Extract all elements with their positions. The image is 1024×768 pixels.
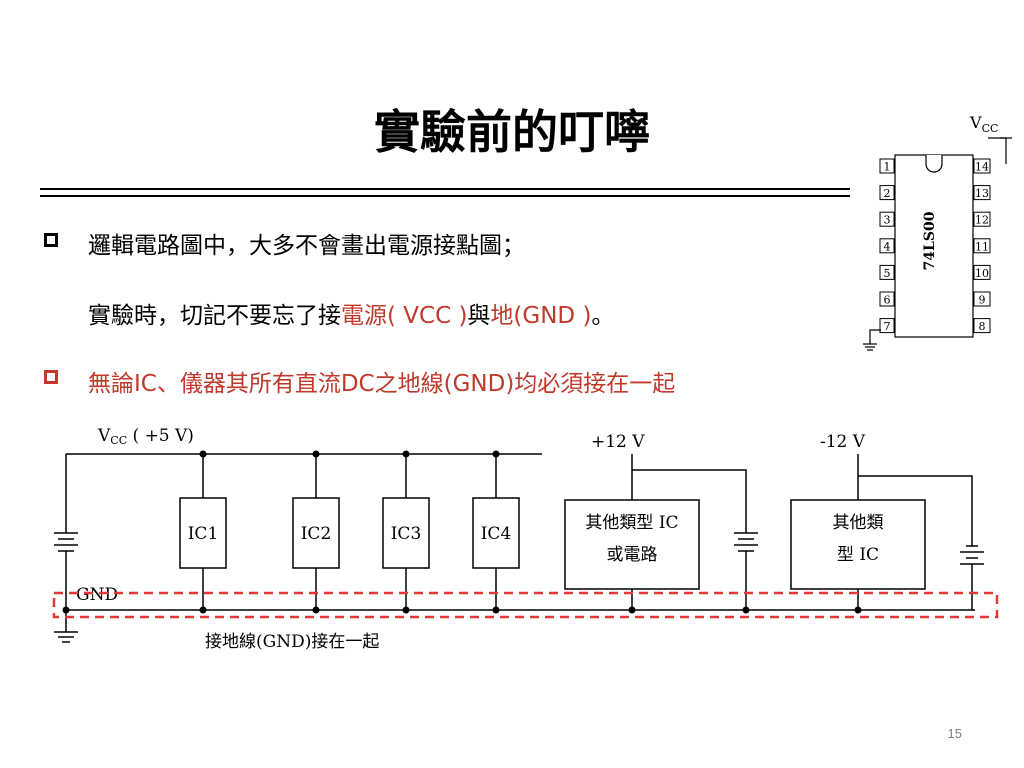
vcc-junction-dot: [199, 450, 207, 458]
chip-pin-box: [879, 264, 895, 280]
ground-junction-dot: [492, 606, 500, 614]
gnd-highlight: 地(GND ): [490, 303, 592, 329]
slide-title: 實驗前的叮嚀: [374, 105, 650, 159]
vcc-supply-label: VCC ( +5 V): [97, 426, 194, 447]
page-number: 15: [947, 726, 962, 741]
chip-pin-number: 6: [884, 294, 891, 307]
bullet-1-line-1: 邏輯電路圖中，大多不會畫出電源接點圖；: [88, 233, 525, 259]
chip-pin-number: 9: [979, 294, 986, 307]
chip-pin-number: 8: [979, 320, 986, 333]
other-ic-circuit-box: [564, 499, 700, 590]
bullet-1-line-2-suffix: 。: [591, 303, 615, 329]
ground-highlight-box: [52, 591, 999, 619]
other-ic-circuit-line-1: 其他類型 IC: [585, 513, 678, 533]
bullet-1-line-2-mid: 與: [467, 303, 491, 329]
chip-notch: [925, 155, 943, 173]
minus12v-label: -12 V: [820, 432, 866, 452]
chip-pin-box: [973, 185, 991, 201]
chip-pin-number: 13: [975, 187, 989, 200]
chip-pin-number: 1: [884, 161, 891, 174]
chip-body: [894, 154, 974, 338]
bullet-2-text: 無論IC、儀器其所有直流DC之地線(GND)均必須接在一起: [88, 371, 676, 397]
bullet-1-line-2: 實驗時，切記不要忘了接電源( VCC )與地(GND )。: [88, 296, 614, 330]
chip-pin-box: [879, 238, 895, 254]
ground-caption: 接地線(GND)接在一起: [205, 632, 379, 652]
bullet-marker-2: [44, 370, 58, 384]
chip-pin-number: 12: [975, 214, 989, 227]
chip-pin-box: [879, 158, 895, 174]
chip-part-number: 74LS00: [922, 211, 938, 270]
vcc-junction-dot: [492, 450, 500, 458]
chip-pin-box: [973, 318, 991, 334]
ic-label: IC1: [188, 524, 219, 544]
ground-wiring-circuit: VCC ( +5 V) +12 V -12 V GND IC1 IC2 IC3 IC4…: [52, 426, 999, 652]
chip-pin-box: [973, 158, 991, 174]
bullet-1-line-2-prefix: 實驗時，切記不要忘了接: [88, 303, 341, 329]
vcc-highlight: 電源( VCC ): [341, 303, 468, 329]
ground-junction-dot: [402, 606, 410, 614]
chip-pins: 1 14 2 13 3 12 4 11 5 10 6 9 7 8: [879, 158, 991, 334]
chip-pin-number: 3: [884, 214, 891, 227]
other-ic-line-1: 其他類: [833, 513, 884, 533]
chip-pin-number: 10: [975, 267, 989, 280]
ic-box: [179, 497, 227, 569]
chip-pin-box: [879, 185, 895, 201]
chip-pin-box: [879, 291, 895, 307]
chip-pin-box: [973, 264, 991, 280]
chip-pin-box: [879, 318, 895, 334]
chip-pin-number: 11: [975, 240, 989, 253]
chip-pin-box: [879, 211, 895, 227]
ic-label: IC2: [301, 524, 332, 544]
chip-pin-box: [973, 238, 991, 254]
chip-pin-number: 4: [884, 240, 891, 253]
chip-pin-number: 2: [884, 187, 891, 200]
ic-columns: IC1 IC2 IC3 IC4: [179, 450, 520, 614]
ic-box: [472, 497, 520, 569]
chip-pin-number: 7: [884, 320, 891, 333]
chip-pin-box: [973, 291, 991, 307]
title-rule-bottom: [40, 195, 850, 197]
plus12v-label: +12 V: [591, 432, 645, 452]
vcc-junction-dot: [402, 450, 410, 458]
chip-74ls00-diagram: VCC 74LS00 1 14 2 13 3 12 4 11 5 10 6 9 7 8: [863, 113, 1012, 351]
ic-label: IC4: [481, 524, 512, 544]
chip-vcc-label: VCC: [969, 113, 998, 135]
bullet-marker-1: [44, 233, 58, 247]
ic-label: IC3: [391, 524, 422, 544]
gnd-label: GND: [76, 585, 118, 605]
other-ic-line-2: 型 IC: [837, 545, 879, 565]
chip-pin-box: [973, 211, 991, 227]
other-ic-circuit-line-2: 或電路: [607, 545, 658, 565]
vcc-junction-dot: [312, 450, 320, 458]
chip-pin-number: 14: [975, 161, 989, 174]
chip-pin-number: 5: [884, 267, 891, 280]
ground-junction-dot: [199, 606, 207, 614]
title-rule-top: [40, 188, 850, 190]
ground-junction-dot: [312, 606, 320, 614]
